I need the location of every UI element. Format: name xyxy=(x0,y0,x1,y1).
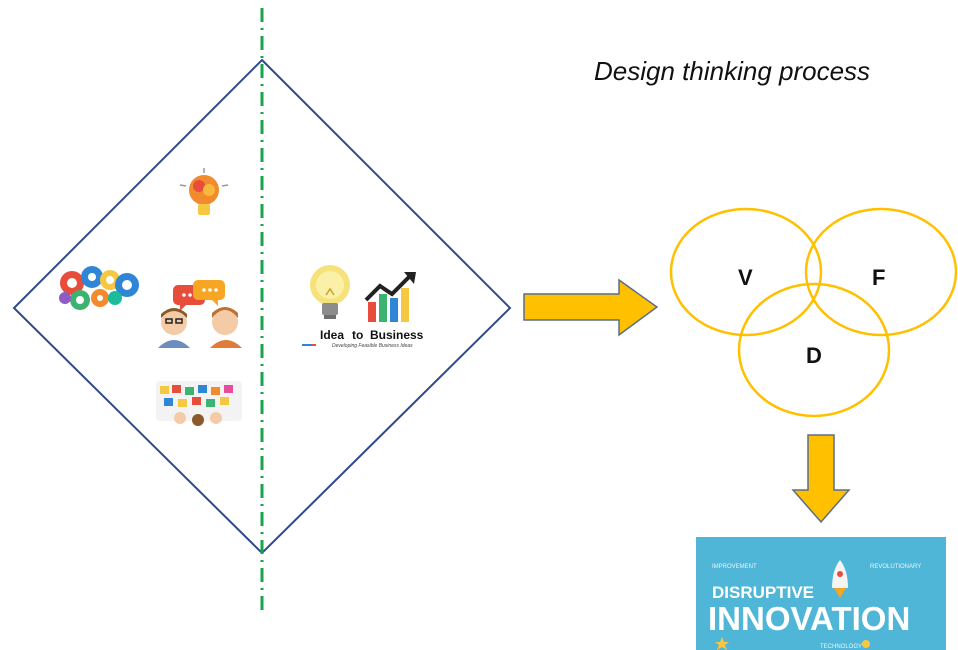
rocket-icon xyxy=(832,560,848,598)
poster-bottom-text: TECHNOLOGY xyxy=(820,644,862,650)
right-arrow xyxy=(523,278,659,337)
poster-kicker-text: DISRUPTIVE xyxy=(712,583,814,602)
idea-to-business-logo: Idea to Business Developing Feasible Bus… xyxy=(302,265,424,349)
venn-circle-d xyxy=(737,282,891,418)
down-arrow xyxy=(791,434,851,524)
venn-label-f: F xyxy=(872,265,886,290)
venn-circle-v xyxy=(669,207,823,337)
page-title: Design thinking process xyxy=(594,56,871,86)
idea-logo-word-idea: Idea xyxy=(320,328,344,342)
gears-icon xyxy=(59,266,139,310)
idea-logo-word-to: to xyxy=(352,328,363,342)
star-icon xyxy=(715,637,729,650)
sticky-notes-board-icon xyxy=(156,381,242,426)
venn-diagram xyxy=(669,207,958,418)
venn-circle-f xyxy=(804,207,958,337)
venn-label-v: V xyxy=(738,265,753,290)
poster-headline-text: INNOVATION xyxy=(708,600,910,637)
idea-logo-tagline: Developing Feasible Business Ideas xyxy=(332,343,413,349)
brain-lightbulb-icon xyxy=(179,168,229,215)
venn-label-d: D xyxy=(806,343,822,368)
lightbulb-small-icon xyxy=(862,640,870,648)
disruptive-innovation-poster: IMPROVEMENT REVOLUTIONARY DISRUPTIVE INN… xyxy=(696,537,946,650)
poster-top-left-text: IMPROVEMENT xyxy=(712,564,757,570)
idea-logo-word-business: Business xyxy=(370,328,424,342)
discussion-people-icon xyxy=(158,280,242,348)
poster-top-right-text: REVOLUTIONARY xyxy=(870,564,921,570)
